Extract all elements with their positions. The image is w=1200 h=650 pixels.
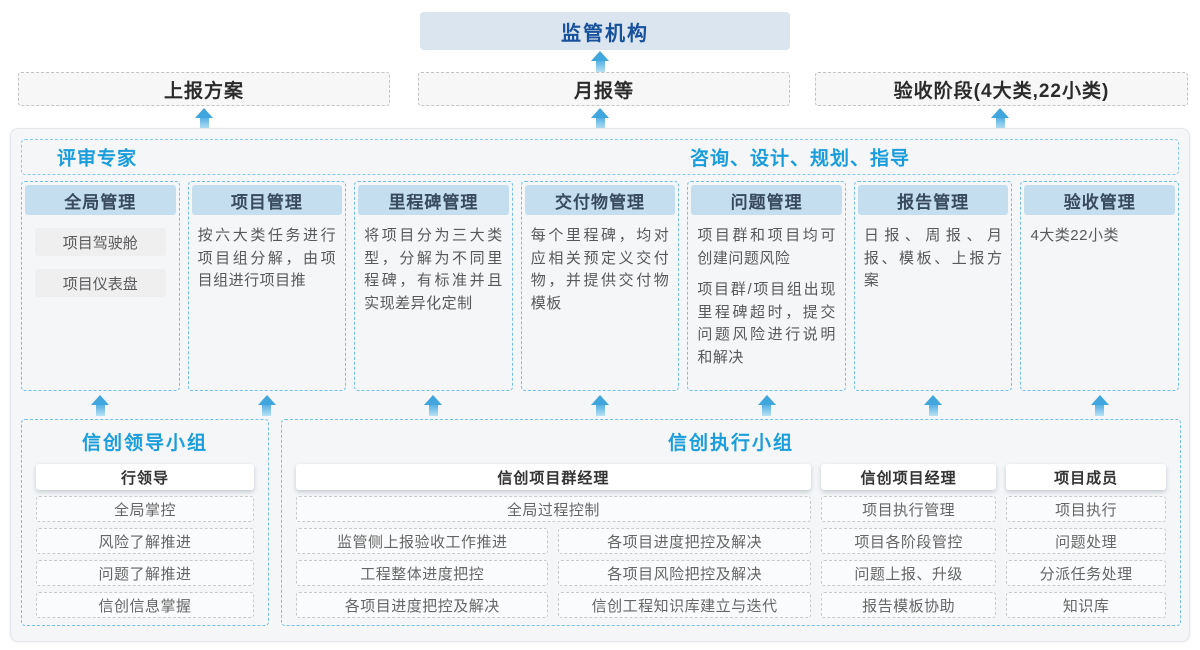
arrow-stem (995, 118, 1005, 129)
pgm-item: 全局过程控制 (296, 496, 811, 522)
up-arrow-icon (195, 108, 213, 129)
review-experts-label: 评审专家 (57, 148, 138, 170)
column-global-management: 全局管理 项目驾驶舱 项目仪表盘 (21, 181, 180, 391)
column-description: 每个里程碑，均对应相关预定义交付物，并提供交付物模板 (522, 218, 679, 315)
up-arrow-icon (257, 395, 276, 416)
up-arrow-icon (591, 395, 610, 416)
column-issue-management: 问题管理 项目群和项目均可创建问题风险 项目群/项目组出现里程碑超时，提交问题风… (687, 181, 846, 391)
up-arrow-icon (591, 108, 609, 129)
leader-item: 风险了解推进 (36, 528, 254, 554)
project-cockpit-chip: 项目驾驶舱 (35, 228, 166, 256)
regulator-box: 监管机构 (420, 12, 790, 50)
platform-container: 评审专家 咨询、设计、规划、指导 全局管理 项目驾驶舱 项目仪表盘 项目管理 按… (10, 128, 1190, 642)
column-description: 将项目分为三大类型，分解为不同里程碑，有标准并且实现差异化定制 (355, 218, 512, 315)
management-columns: 全局管理 项目驾驶舱 项目仪表盘 项目管理 按六大类任务进行项目组分解，由项目组… (21, 181, 1180, 391)
role-project-member: 项目成员 (1006, 464, 1166, 490)
project-member-section: 项目成员 项目执行 问题处理 分派任务处理 知识库 (1006, 464, 1166, 618)
description-paragraph: 日报、周报、月报、模板、上报方案 (863, 227, 1003, 289)
role-program-manager: 信创项目群经理 (296, 464, 811, 490)
pm-item: 项目执行管理 (820, 496, 997, 522)
arrow-head-icon (991, 108, 1009, 118)
role-bank-leader: 行领导 (36, 464, 254, 490)
column-title: 问题管理 (691, 185, 842, 215)
report-plan-box: 上报方案 (18, 72, 390, 106)
column-title: 交付物管理 (524, 185, 676, 215)
monthly-report-box: 月报等 (418, 72, 790, 106)
description-paragraph: 4大类22小类 (1030, 227, 1119, 244)
column-description: 日报、周报、月报、模板、上报方案 (855, 218, 1012, 293)
pgm-item: 信创工程知识库建立与迭代 (558, 592, 811, 618)
leader-item: 信创信息掌握 (36, 592, 254, 618)
pgm-item: 各项目进度把控及解决 (558, 528, 811, 554)
project-dashboard-chip: 项目仪表盘 (35, 269, 166, 297)
pm-item: 报告模板协助 (820, 592, 997, 618)
column-deliverable-management: 交付物管理 每个里程碑，均对应相关预定义交付物，并提供交付物模板 (520, 181, 680, 391)
up-arrow-icon (757, 395, 776, 416)
execution-group: 信创执行小组 信创项目群经理 全局过程控制 监管侧上报验收工作推进 工程整体进度… (281, 419, 1181, 626)
leader-item: 问题了解推进 (36, 560, 254, 586)
description-paragraph: 每个里程碑，均对应相关预定义交付物，并提供交付物模板 (530, 227, 670, 312)
execution-columns: 信创项目群经理 全局过程控制 监管侧上报验收工作推进 工程整体进度把控 各项目进… (296, 464, 1166, 618)
pgm-subcolumn-b: 各项目进度把控及解决 各项目风险把控及解决 信创工程知识库建立与迭代 (558, 522, 811, 618)
consulting-design-label: 咨询、设计、规划、指导 (690, 148, 911, 170)
arrow-head-icon (591, 108, 609, 118)
column-acceptance-management: 验收管理 4大类22小类 (1020, 181, 1180, 391)
up-arrow-icon (924, 395, 943, 416)
project-manager-section: 信创项目经理 项目执行管理 项目各阶段管控 问题上报、升级 报告模板协助 (820, 464, 997, 618)
advisor-bar: 评审专家 咨询、设计、规划、指导 (21, 139, 1179, 175)
member-item: 知识库 (1006, 592, 1166, 618)
acceptance-stage-box: 验收阶段(4大类,22小类) (815, 72, 1188, 106)
up-arrow-icon (424, 395, 443, 416)
description-paragraph: 项目群和项目均可创建问题风险 (697, 227, 836, 267)
report-plan-label: 上报方案 (163, 80, 244, 102)
regulator-label: 监管机构 (561, 22, 649, 45)
up-arrow-icon (591, 51, 609, 72)
column-title: 报告管理 (857, 185, 1009, 215)
pm-item: 项目各阶段管控 (820, 528, 997, 554)
arrow-stem (595, 61, 605, 72)
column-title: 里程碑管理 (358, 185, 509, 215)
pgm-item: 监管侧上报验收工作推进 (296, 528, 549, 554)
column-title: 验收管理 (1024, 185, 1176, 215)
arrow-stem (595, 118, 605, 129)
leader-group: 信创领导小组 行领导 全局掌控 风险了解推进 问题了解推进 信创信息掌握 (21, 419, 269, 626)
pgm-item: 各项目进度把控及解决 (296, 592, 549, 618)
description-paragraph: 将项目分为三大类型，分解为不同里程碑，有标准并且实现差异化定制 (364, 227, 503, 312)
arrow-stem (199, 118, 209, 129)
member-item: 问题处理 (1006, 528, 1166, 554)
member-item: 项目执行 (1006, 496, 1166, 522)
pm-item: 问题上报、升级 (820, 560, 997, 586)
arrow-head-icon (591, 51, 609, 61)
description-paragraph: 按六大类任务进行项目组分解，由项目组进行项目推 (197, 227, 337, 289)
arrow-head-icon (195, 108, 213, 118)
up-arrow-icon (991, 108, 1009, 129)
column-milestone-management: 里程碑管理 将项目分为三大类型，分解为不同里程碑，有标准并且实现差异化定制 (354, 181, 513, 391)
column-description: 按六大类任务进行项目组分解，由项目组进行项目推 (189, 218, 346, 293)
role-project-manager: 信创项目经理 (820, 464, 997, 490)
column-description: 4大类22小类 (1021, 218, 1178, 248)
acceptance-stage-label: 验收阶段(4大类,22小类) (893, 80, 1110, 102)
monthly-report-label: 月报等 (573, 80, 634, 102)
leader-group-title: 信创领导小组 (81, 433, 208, 454)
column-arrows-row (21, 395, 1179, 416)
up-arrow-icon (91, 395, 110, 416)
program-manager-section: 信创项目群经理 全局过程控制 监管侧上报验收工作推进 工程整体进度把控 各项目进… (296, 464, 811, 618)
pgm-subcolumn-a: 监管侧上报验收工作推进 工程整体进度把控 各项目进度把控及解决 (296, 522, 549, 618)
column-title: 项目管理 (191, 185, 343, 215)
pgm-item: 工程整体进度把控 (296, 560, 549, 586)
pgm-item: 各项目风险把控及解决 (558, 560, 811, 586)
description-paragraph: 项目群/项目组出现里程碑超时，提交问题风险进行说明和解决 (697, 281, 836, 366)
column-project-management: 项目管理 按六大类任务进行项目组分解，由项目组进行项目推 (187, 181, 347, 391)
member-item: 分派任务处理 (1006, 560, 1166, 586)
column-title: 全局管理 (25, 185, 176, 215)
column-description: 项目群和项目均可创建问题风险 项目群/项目组出现里程碑超时，提交问题风险进行说明… (688, 218, 845, 369)
up-arrow-icon (1090, 395, 1109, 416)
column-report-management: 报告管理 日报、周报、月报、模板、上报方案 (853, 181, 1013, 391)
execution-group-title: 信创执行小组 (667, 433, 794, 454)
leader-item: 全局掌控 (36, 496, 254, 522)
